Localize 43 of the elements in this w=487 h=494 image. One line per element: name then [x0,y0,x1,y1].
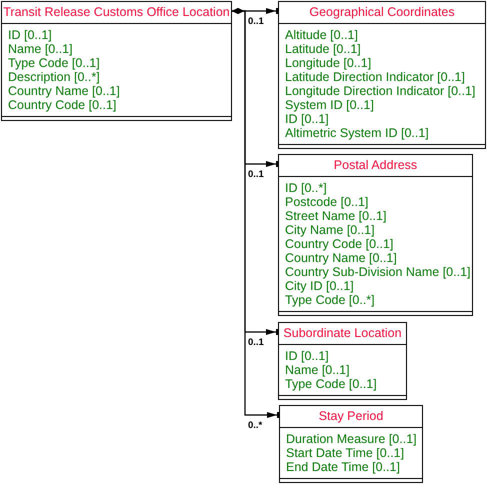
attribute-text: Country Name [0..1] [8,84,120,98]
attribute-text: Country Sub-Division Name [0..1] [285,265,470,279]
attribute-text: Description [0..*] [8,70,100,84]
attribute-text: Street Name [0..1] [285,209,386,223]
attribute-text: Country Name [0..1] [285,251,397,265]
attribute-text: Latitude [0..1] [285,42,361,56]
class-box [279,405,423,483]
multiplicity-label: 0..* [248,420,262,431]
multiplicity-label: 0..1 [248,16,264,27]
attribute-text: Altitude [0..1] [285,28,358,42]
attribute-text: Country Code [0..1] [285,237,394,251]
attribute-text: City Name [0..1] [285,223,375,237]
attribute-text: Name [0..1] [8,42,73,56]
attribute-text: Longitude Direction Indicator [0..1] [285,84,476,98]
attribute-text: Start Date Time [0..1] [286,446,404,460]
attribute-text: System ID [0..1] [285,98,374,112]
attribute-text: Type Code [0..1] [285,377,377,391]
attribute-text: End Date Time [0..1] [286,460,400,474]
attribute-text: City ID [0..1] [285,279,354,293]
class-name: Transit Release Customs Office Location [3,5,230,20]
attribute-text: Altimetric System ID [0..1] [285,126,429,140]
class-box [278,322,407,400]
attribute-text: Longitude [0..1] [285,56,372,70]
attribute-text: Latitude Direction Indicator [0..1] [285,70,465,84]
attribute-text: ID [0..1] [285,349,329,363]
multiplicity-label: 0..1 [248,337,264,348]
class-name: Subordinate Location [283,326,402,341]
attribute-text: Postcode [0..1] [285,195,368,209]
class-box [278,1,486,149]
attribute-text: ID [0..1] [8,28,52,42]
class-name: Stay Period [318,409,384,424]
attribute-text: Name [0..1] [285,363,350,377]
attribute-text: Country Code [0..1] [8,98,116,112]
class-name: Geographical Coordinates [309,5,455,20]
class-name: Postal Address [334,158,418,173]
attribute-text: ID [0..1] [285,112,329,126]
multiplicity-label: 0..1 [248,169,264,180]
class-box [1,1,232,121]
attribute-text: Type Code [0..*] [285,293,375,307]
attribute-text: Duration Measure [0..1] [286,432,417,446]
attribute-text: Type Code [0..1] [8,56,100,70]
class-box [278,154,473,316]
attribute-text: ID [0..*] [285,181,327,195]
